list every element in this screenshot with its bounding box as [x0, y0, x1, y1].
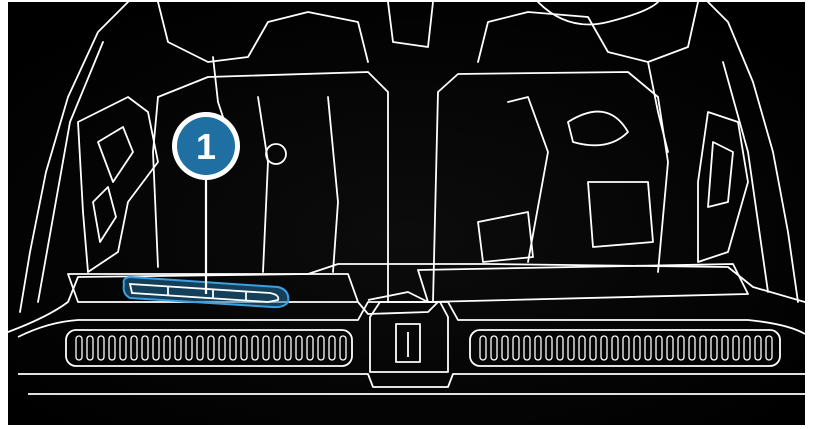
callout-badge: 1: [172, 112, 240, 180]
callout-number: 1: [196, 126, 216, 167]
trunk-floor-illustration: 1: [8, 2, 805, 425]
